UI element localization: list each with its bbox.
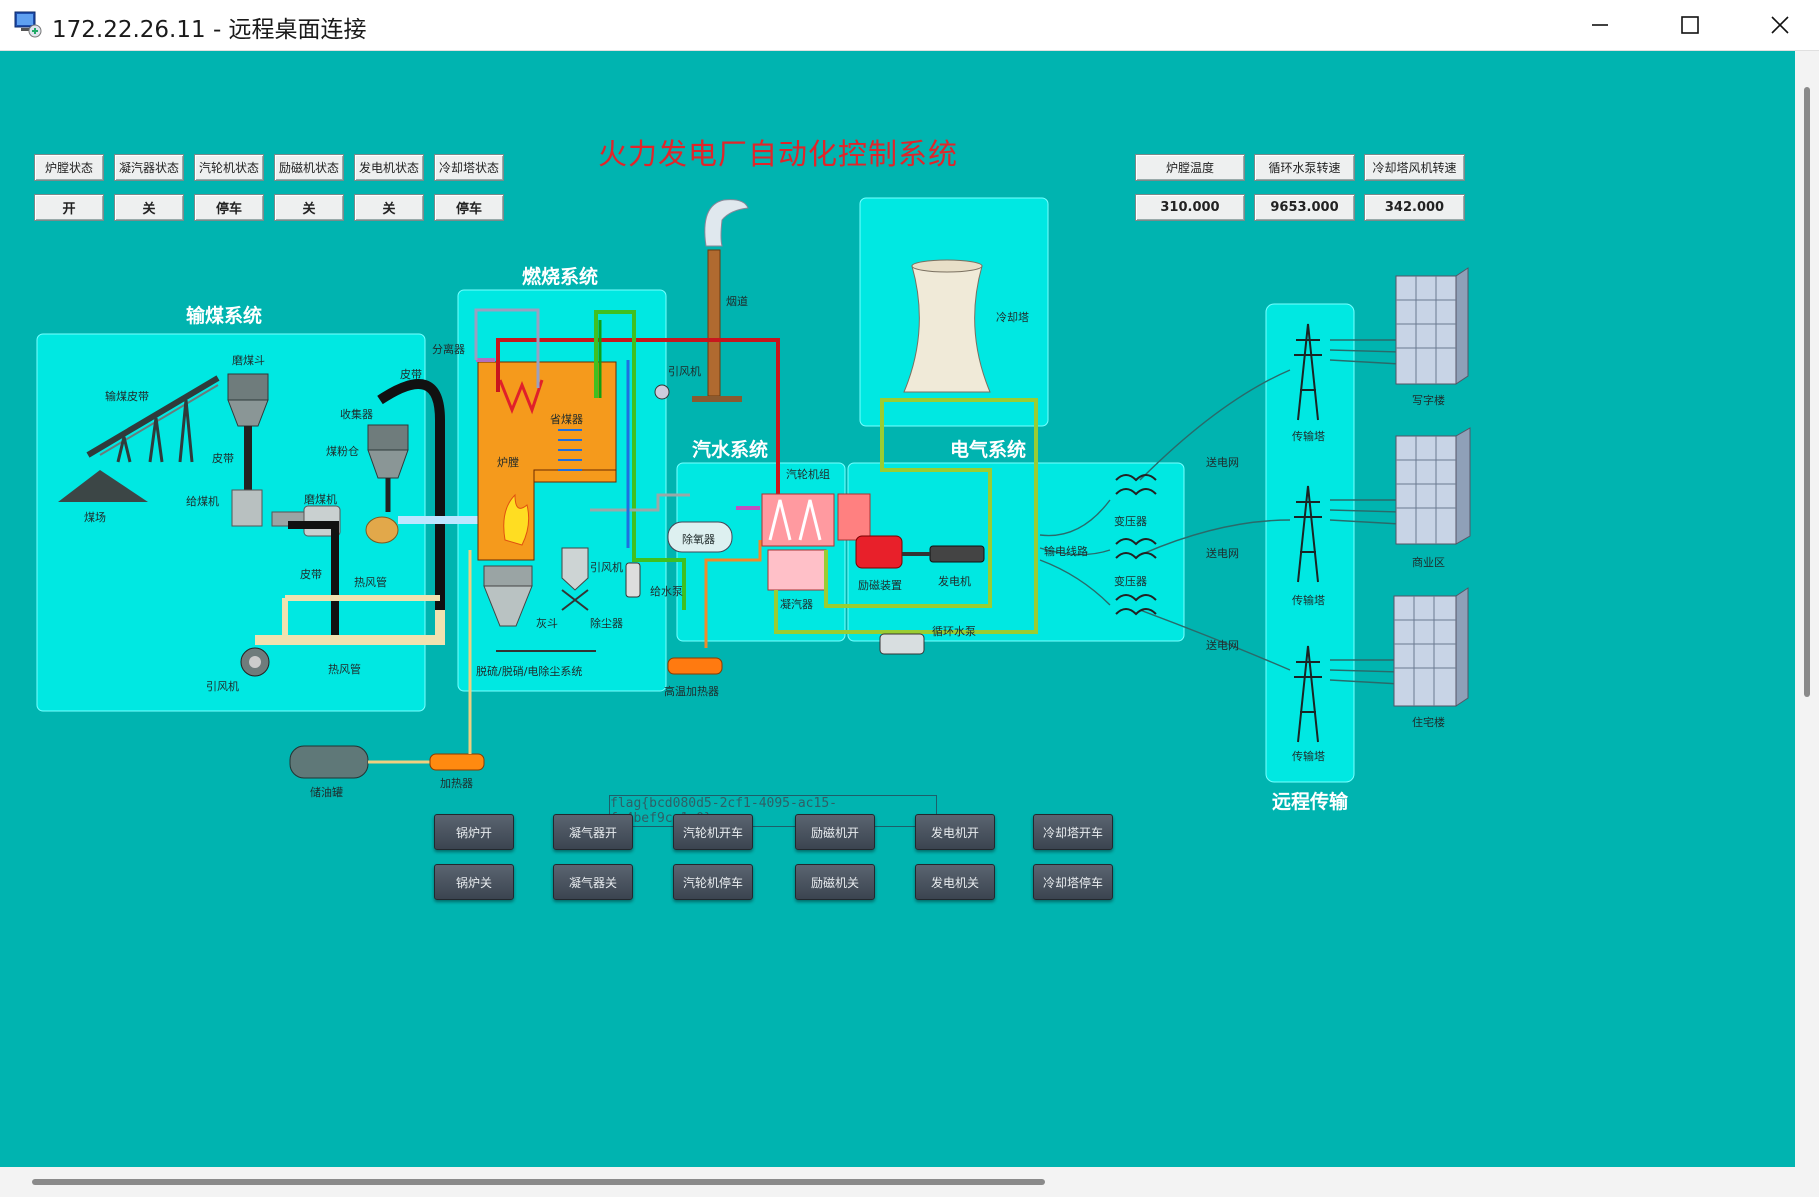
status-label-generator: 发电机状态 xyxy=(354,154,424,181)
close-icon xyxy=(1771,16,1789,34)
vertical-scrollbar[interactable] xyxy=(1795,51,1819,1167)
metric-value-pump-speed: 9653.000 xyxy=(1254,194,1355,221)
label-mill: 磨煤机 xyxy=(304,493,337,506)
label-belt-2: 皮带 xyxy=(400,368,422,381)
label-ash-hopper: 灰斗 xyxy=(536,617,558,630)
vertical-scroll-thumb[interactable] xyxy=(1804,87,1810,697)
label-building-1: 写字楼 xyxy=(1412,394,1445,407)
label-transformer-1: 变压器 xyxy=(1114,515,1147,528)
status-label-turbine: 汽轮机状态 xyxy=(194,154,264,181)
label-grid-1: 送电网 xyxy=(1206,456,1239,469)
metric-label-pump-speed: 循环水泵转速 xyxy=(1254,154,1355,181)
metric-label-fan-speed: 冷却塔风机转速 xyxy=(1364,154,1465,181)
minimize-icon xyxy=(1592,24,1608,26)
label-circ-pump: 循环水泵 xyxy=(932,625,976,638)
label-cooling-tower: 冷却塔 xyxy=(996,311,1029,324)
label-storage: 储油罐 xyxy=(310,786,343,799)
label-tower-2: 传输塔 xyxy=(1292,594,1325,607)
maximize-button[interactable] xyxy=(1645,0,1735,50)
window-titlebar: 172.22.26.11 - 远程桌面连接 xyxy=(0,0,1819,51)
horizontal-scrollbar[interactable] xyxy=(0,1167,1819,1197)
label-collector: 收集器 xyxy=(340,408,373,421)
scada-canvas: 火力发电厂自动化控制系统 炉膛状态 凝汽器状态 汽轮机状态 励磁机状态 发电机状… xyxy=(0,51,1795,1167)
label-condenser: 凝汽器 xyxy=(780,598,813,611)
cooling-start-button[interactable]: 冷却塔开车 xyxy=(1033,814,1113,850)
metric-label-furnace-temp: 炉膛温度 xyxy=(1135,154,1245,181)
status-value-cooling: 停车 xyxy=(434,194,504,221)
condenser-on-button[interactable]: 凝气器开 xyxy=(553,814,633,850)
label-transformer-2: 变压器 xyxy=(1114,575,1147,588)
label-building-2: 商业区 xyxy=(1412,556,1445,569)
label-grid-3: 送电网 xyxy=(1206,639,1239,652)
label-heater: 加热器 xyxy=(440,777,473,790)
minimize-button[interactable] xyxy=(1555,0,1645,50)
turbine-start-button[interactable]: 汽轮机开车 xyxy=(673,814,753,850)
label-belt-1: 皮带 xyxy=(212,452,234,465)
label-hp-heater: 高温加热器 xyxy=(664,685,719,698)
label-feed-pump: 给水泵 xyxy=(650,585,683,598)
label-economizer: 省煤器 xyxy=(550,413,583,426)
system-title-remote: 远程传输 xyxy=(1272,791,1349,813)
status-value-turbine: 停车 xyxy=(194,194,264,221)
maximize-icon xyxy=(1681,16,1699,34)
label-feeder: 给煤机 xyxy=(186,495,219,508)
generator-off-button[interactable]: 发电机关 xyxy=(915,864,995,900)
label-coal-pile: 煤场 xyxy=(84,511,106,524)
label-desulfur: 脱硫/脱硝/电除尘系统 xyxy=(476,665,583,678)
boiler-off-button[interactable]: 锅炉关 xyxy=(434,864,514,900)
status-label-furnace: 炉膛状态 xyxy=(34,154,104,181)
cooling-stop-button[interactable]: 冷却塔停车 xyxy=(1033,864,1113,900)
scada-title: 火力发电厂自动化控制系统 xyxy=(598,137,959,171)
exciter-on-button[interactable]: 励磁机开 xyxy=(795,814,875,850)
label-dust-remover: 除尘器 xyxy=(590,617,623,630)
label-deaerator: 除氧器 xyxy=(682,533,715,546)
system-title-electric: 电气系统 xyxy=(950,439,1027,461)
status-value-generator: 关 xyxy=(354,194,424,221)
label-pulverized: 煤粉仓 xyxy=(326,445,359,458)
turbine-stop-button[interactable]: 汽轮机停车 xyxy=(673,864,753,900)
label-chimney: 烟道 xyxy=(726,295,748,308)
label-transmission-line: 输电线路 xyxy=(1044,545,1088,558)
label-furnace: 炉膛 xyxy=(497,456,519,469)
condenser-off-button[interactable]: 凝气器关 xyxy=(553,864,633,900)
remote-panel xyxy=(1265,303,1355,783)
label-fan-2: 引风机 xyxy=(668,365,701,378)
metric-value-furnace-temp: 310.000 xyxy=(1135,194,1245,221)
horizontal-scroll-thumb[interactable] xyxy=(32,1179,1045,1185)
label-coal-hopper: 磨煤斗 xyxy=(232,354,265,367)
metric-value-fan-speed: 342.000 xyxy=(1364,194,1465,221)
system-title-combustion: 燃烧系统 xyxy=(522,266,599,288)
window-title: 172.22.26.11 - 远程桌面连接 xyxy=(52,17,367,43)
label-tower-1: 传输塔 xyxy=(1292,430,1325,443)
label-turbine: 汽轮机组 xyxy=(786,468,830,481)
label-separator: 分离器 xyxy=(432,343,465,356)
status-value-furnace: 开 xyxy=(34,194,104,221)
label-generator: 发电机 xyxy=(938,575,971,588)
label-exciter: 励磁装置 xyxy=(858,579,902,592)
close-button[interactable] xyxy=(1735,0,1819,50)
plant-diagram xyxy=(36,197,1471,783)
label-grid-2: 送电网 xyxy=(1206,547,1239,560)
label-hot-air-pipe-2: 热风管 xyxy=(328,663,361,676)
label-fan-1: 引风机 xyxy=(206,680,239,693)
label-tower-3: 传输塔 xyxy=(1292,750,1325,763)
status-value-condenser: 关 xyxy=(114,194,184,221)
exciter-off-button[interactable]: 励磁机关 xyxy=(795,864,875,900)
label-building-3: 住宅楼 xyxy=(1412,716,1445,729)
label-hot-air-pipe-1: 热风管 xyxy=(354,576,387,589)
generator-on-button[interactable]: 发电机开 xyxy=(915,814,995,850)
system-title-coal: 输煤系统 xyxy=(186,305,263,327)
system-title-steam: 汽水系统 xyxy=(692,439,769,461)
status-label-exciter: 励磁机状态 xyxy=(274,154,344,181)
remote-desktop-icon xyxy=(14,11,42,38)
label-coal-belt: 输煤皮带 xyxy=(105,390,149,403)
label-fan-3: 引风机 xyxy=(590,561,623,574)
label-belt-3: 皮带 xyxy=(300,568,322,581)
flag-textbox: flag{bcd080d5-2cf1-4095-ac15-fa4bef9ca1c… xyxy=(609,795,937,827)
building-icons xyxy=(1393,267,1471,707)
boiler-on-button[interactable]: 锅炉开 xyxy=(434,814,514,850)
status-label-cooling: 冷却塔状态 xyxy=(434,154,504,181)
status-value-exciter: 关 xyxy=(274,194,344,221)
status-label-condenser: 凝汽器状态 xyxy=(114,154,184,181)
